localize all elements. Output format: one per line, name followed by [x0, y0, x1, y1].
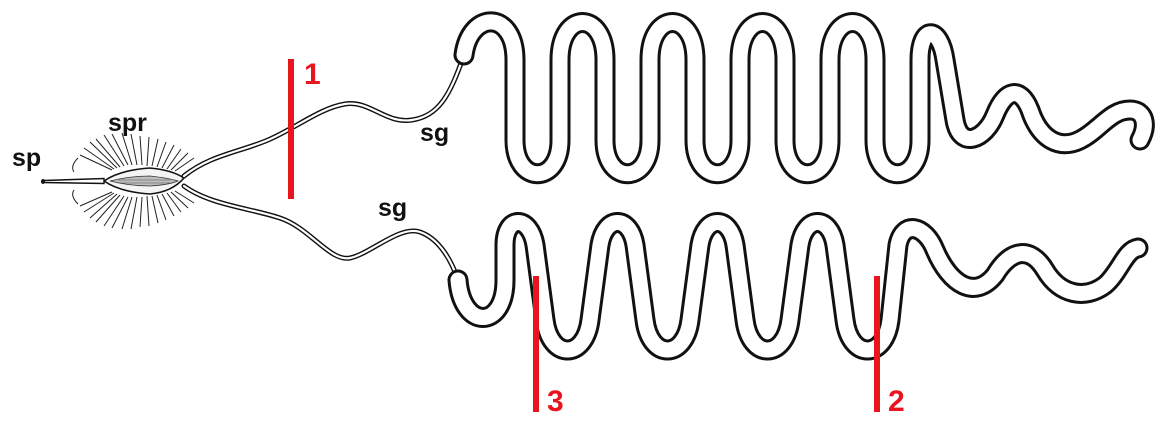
- silk-gland-lower: [184, 186, 1138, 350]
- label-sg-upper: sg: [420, 121, 449, 146]
- spigot: [41, 179, 104, 185]
- cut-marker-line-3: [533, 276, 539, 412]
- cut-marker-line-2: [874, 276, 880, 412]
- spinneret-body: [104, 168, 184, 194]
- cut-marker-label-2: 2: [888, 387, 905, 417]
- label-sg-lower: sg: [378, 196, 407, 221]
- label-spr: spr: [108, 111, 147, 136]
- label-sp: sp: [12, 146, 41, 171]
- cut-marker-line-1: [288, 59, 294, 199]
- cut-marker-label-3: 3: [547, 387, 564, 417]
- silk-gland-upper: [184, 22, 1144, 176]
- cut-marker-label-1: 1: [304, 60, 321, 90]
